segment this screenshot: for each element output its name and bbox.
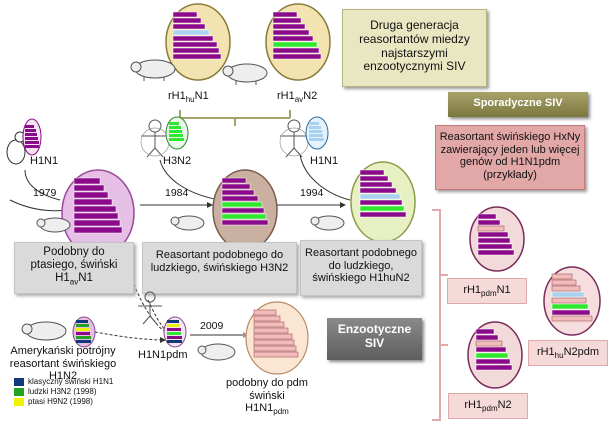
american-triple-label: Amerykański potrójny reasortant świńskie… [9,345,117,383]
h1hun2-ellipse-gene-stack [350,161,416,243]
legend-label-classical: klasyczny świński H1N1 [28,377,114,386]
human-h1n1-label: H1N1 [310,155,339,167]
rh1pdmn1-ellipse-gene-stack [469,206,525,272]
top-left-ellipse-gene-stack [165,3,231,81]
pig-icon [21,321,67,341]
human-h3n2-label: H3N2 [163,155,192,167]
pig-icon [170,215,205,231]
legend-label-avian: ptasi H9N2 (1998) [28,397,93,406]
bird-donor-label: H1N1 [30,155,59,167]
avian-like-box: Podobny do ptasiego, świński H1avN1 [14,242,134,294]
american-triple-gene-stack [72,316,96,348]
pig-icon [36,217,71,233]
pig-icon [310,215,345,231]
human-h1n1-gene-stack [305,116,329,150]
rh1pdmn2-ellipse-gene-stack [467,321,523,389]
legend-swatch-classical [14,378,24,386]
human-icon [138,291,162,325]
pig-icon [197,343,236,361]
rh1hun2pdm-ellipse-gene-stack [543,266,601,336]
pig-icon [222,63,268,85]
pdm-like-label: podobny do pdm świński H1N1pdm [226,377,308,417]
label-rh1hun1: rH1huN1 [168,90,209,105]
label-rh1avn2: rH1avN2 [277,90,318,105]
rh1pdmn1-label-box: rH1pdmN1 [447,278,527,304]
sporadic-siv-label: Sporadyczne SIV [448,92,588,117]
reassortant-box: Reasortant świńskiego HxNy zawierający j… [435,125,585,190]
human-h3n2-box: Reasortant podobnego do ludzkiego, świńs… [142,242,297,294]
rh1pdmn2-label-box: rH1pdmN2 [448,393,528,419]
year-1984: 1984 [165,187,189,199]
legend-swatch-avian [14,398,24,406]
h1n1pdm-gene-stack [163,316,187,348]
pig-icon [130,59,176,81]
rh1hun2pdm-label-box: rH1huN2pdm [528,340,608,366]
year-1979: 1979 [33,187,57,199]
legend-label-human: ludzki H3N2 (1998) [28,387,97,396]
top-right-ellipse-gene-stack [265,3,331,81]
h1n1pdm-label: H1N1pdm [138,349,188,361]
bird-icon [6,131,29,165]
avian-like-ellipse-gene-stack [61,169,135,257]
enzootic-siv-label: Enzootyczne SIV [327,318,422,360]
human-h3n2-gene-stack [165,116,189,150]
year-2009: 2009 [200,320,224,332]
title-box: Druga generacja reasortantów miedzy najs… [342,9,487,87]
pdm-like-ellipse-gene-stack [245,301,309,375]
year-1994: 1994 [300,187,324,199]
bird-gene-stack [22,118,42,156]
human-h1hun2-box: Reasortant podobnego do ludzkiego, świńs… [300,240,422,296]
legend-swatch-human [14,388,24,396]
h3n2-ellipse-gene-stack [212,169,278,251]
